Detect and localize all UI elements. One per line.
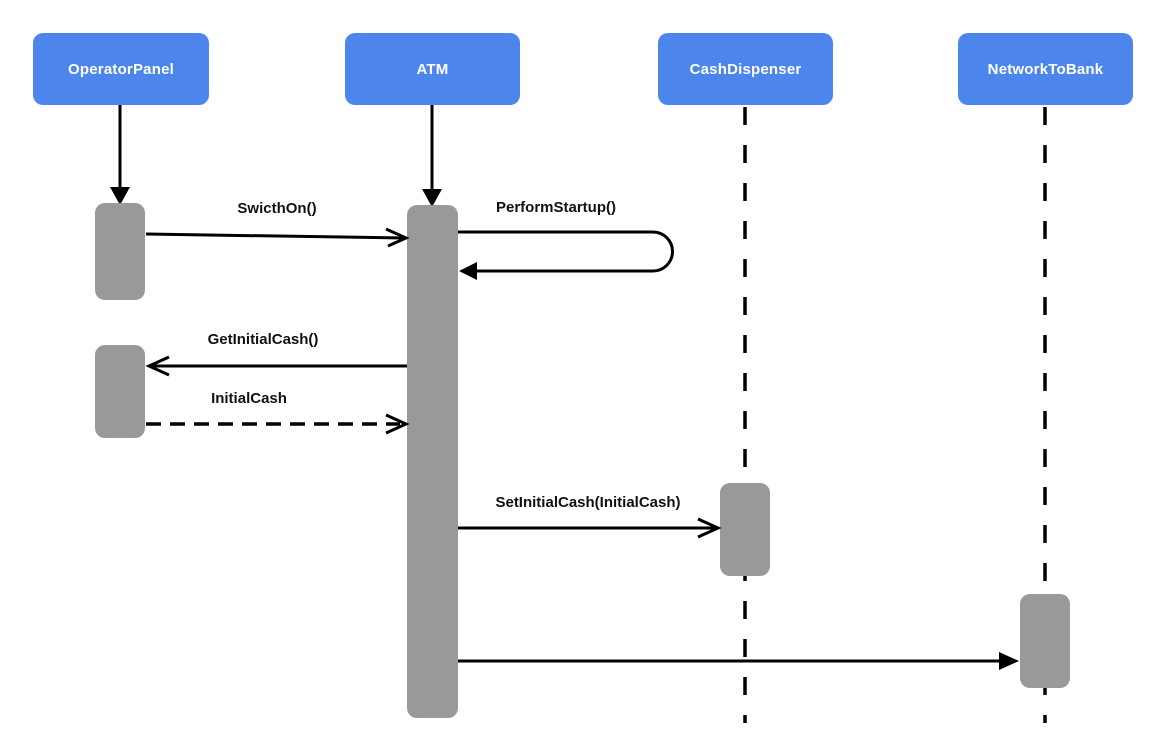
message-arrow-atm-to-networktobank [458,652,1019,670]
message-arrow-initialcash-return [146,413,410,435]
network-to-bank-activation-bar [1020,594,1070,688]
operator-panel-activation-bar-2 [95,345,145,438]
atm-creation-arrow [422,105,442,207]
lifeline-header-network-to-bank: NetworkToBank [958,33,1133,105]
lifeline-header-atm: ATM [345,33,520,105]
lifeline-label-atm: ATM [416,60,449,78]
message-label-performstartup: PerformStartup() [495,199,616,216]
message-arrow-setinitialcash [458,517,722,539]
message-label-initialcash: InitialCash [211,390,287,407]
message-arrow-getinitialcash [145,355,407,377]
operator-panel-activation-bar-1 [95,203,145,300]
operator-panel-creation-arrow [110,105,130,205]
message-arrow-swicthon [145,227,410,248]
message-label-swicthon: SwicthOn() [237,200,317,217]
cash-dispenser-activation-bar [720,483,770,576]
lifeline-header-cash-dispenser: CashDispenser [658,33,833,105]
message-label-setinitialcash: SetInitialCash(InitialCash) [495,494,681,511]
lifeline-label-network-to-bank: NetworkToBank [987,60,1104,78]
message-label-getinitialcash: GetInitialCash() [207,331,319,348]
message-arrow-performstartup-selfloop [458,230,674,280]
lifeline-label-cash-dispenser: CashDispenser [689,60,802,78]
lifeline-label-operator-panel: OperatorPanel [68,60,174,78]
atm-activation-bar [407,205,458,718]
lifeline-header-operator-panel: OperatorPanel [33,33,209,105]
